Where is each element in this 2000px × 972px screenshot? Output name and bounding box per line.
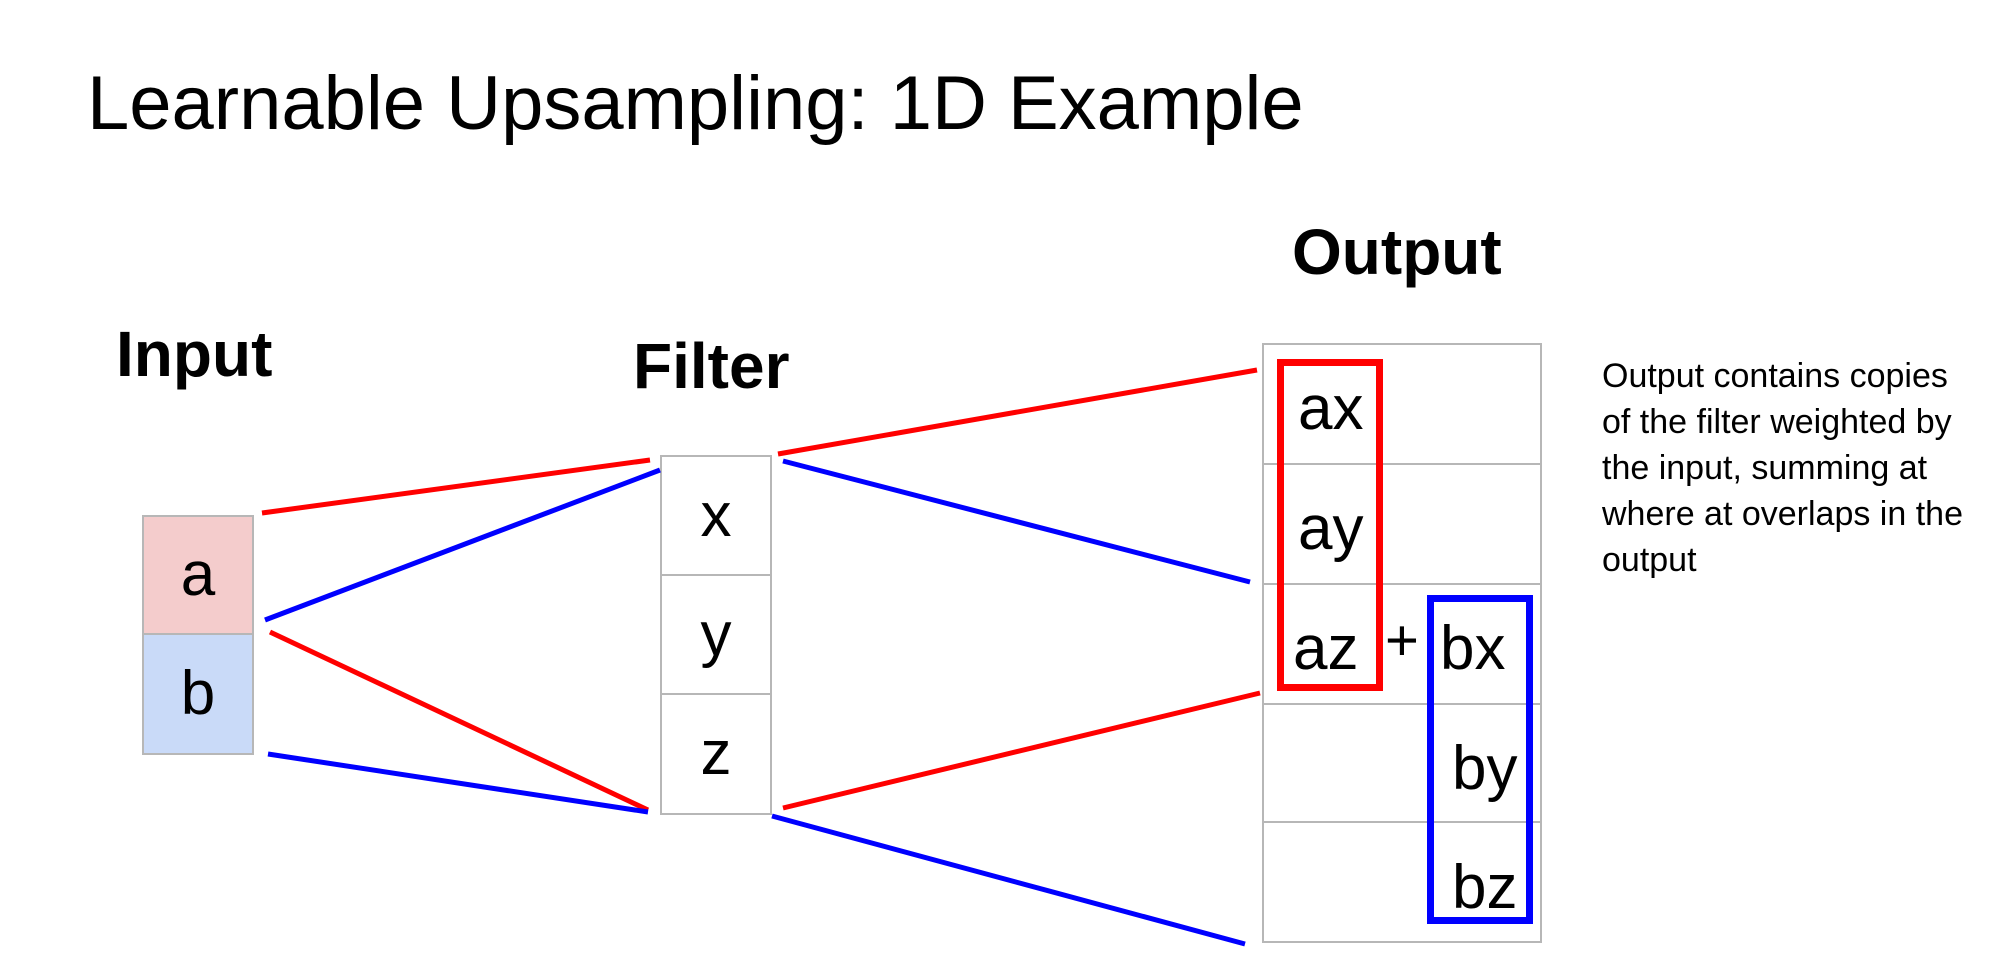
filter-heading: Filter bbox=[633, 330, 790, 402]
connector-filter-blue-top bbox=[782, 458, 1251, 585]
explanation-note: Output contains copies of the filter wei… bbox=[1602, 357, 1963, 579]
copy-b-highlight-box bbox=[1427, 595, 1533, 924]
output-by: by bbox=[1452, 734, 1518, 803]
output-row-5 bbox=[1262, 821, 1542, 943]
connector-a-top bbox=[261, 457, 651, 516]
output-bx: bx bbox=[1440, 614, 1506, 683]
output-bz: bz bbox=[1452, 853, 1518, 922]
connector-b-top bbox=[264, 467, 661, 623]
filter-cell-z: z bbox=[660, 693, 772, 815]
output-az: az bbox=[1293, 614, 1359, 683]
output-plus-sign: + bbox=[1385, 608, 1419, 673]
input-cell-b: b bbox=[142, 633, 254, 755]
connector-b-bottom bbox=[267, 751, 649, 815]
copy-a-highlight-box bbox=[1277, 359, 1383, 691]
output-heading: Output bbox=[1292, 216, 1502, 288]
connector-filter-blue-bottom bbox=[771, 813, 1246, 947]
output-ay: ay bbox=[1298, 494, 1364, 563]
connector-a-bottom bbox=[268, 629, 650, 813]
input-heading: Input bbox=[116, 318, 273, 390]
output-ax: ax bbox=[1298, 374, 1364, 443]
connector-filter-red-bottom bbox=[782, 690, 1261, 811]
input-cell-a: a bbox=[142, 515, 254, 635]
page-title: Learnable Upsampling: 1D Example bbox=[87, 61, 1304, 146]
connector-filter-red-top bbox=[777, 367, 1258, 457]
